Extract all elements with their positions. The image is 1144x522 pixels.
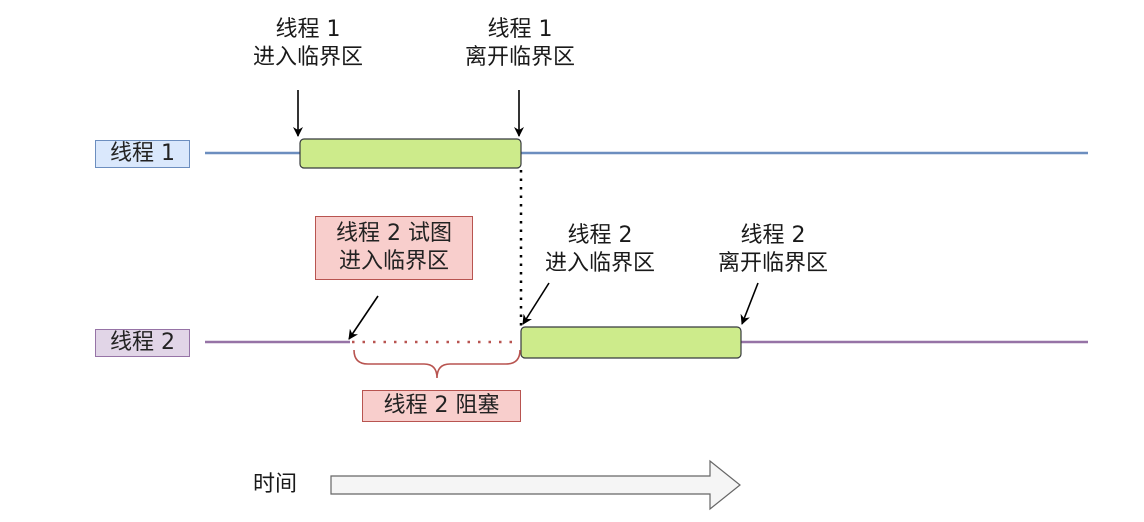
thread1-exit-label-line2: 离开临界区 [464, 45, 575, 70]
thread1-label: 线程 1 [95, 140, 190, 168]
time-arrow [330, 459, 741, 511]
thread2-enter-label: 线程 2 进入临界区 [530, 222, 670, 278]
blocked-brace [353, 349, 521, 379]
thread1-enter-label: 线程 1 进入临界区 [238, 16, 378, 72]
thread2-label: 线程 2 [95, 329, 190, 357]
thread1-exit-label: 线程 1 离开临界区 [450, 16, 590, 72]
thread2-critical-section [520, 326, 742, 359]
thread1-critical-section [299, 138, 522, 169]
time-label: 时间 [252, 472, 297, 497]
thread2-blocked-note: 线程 2 阻塞 [362, 390, 521, 422]
thread2-attempt-note-line2: 进入临界区 [338, 249, 449, 274]
thread2-exit-label-line1: 线程 2 [740, 223, 806, 248]
thread2-attempt-arrow [348, 295, 379, 340]
thread2-attempt-note: 线程 2 试图 进入临界区 [315, 216, 473, 280]
thread1-enter-label-line2: 进入临界区 [252, 45, 363, 70]
thread2-exit-label: 线程 2 离开临界区 [703, 222, 843, 278]
thread2-enter-label-line2: 进入临界区 [544, 251, 655, 276]
thread1-exit-label-line1: 线程 1 [487, 17, 553, 42]
thread2-exit-label-line2: 离开临界区 [717, 251, 828, 276]
thread2-enter-arrow [522, 282, 550, 325]
thread2-enter-label-line1: 线程 2 [567, 223, 633, 248]
thread2-exit-arrow [740, 282, 759, 325]
thread2-attempt-note-line1: 线程 2 试图 [336, 221, 452, 246]
thread1-enter-label-line1: 线程 1 [275, 17, 341, 42]
